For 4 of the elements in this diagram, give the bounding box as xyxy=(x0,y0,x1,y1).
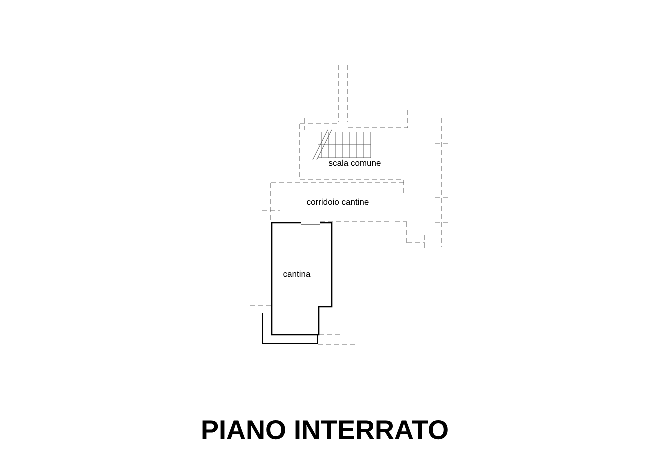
plan-title: PIANO INTERRATO xyxy=(202,420,448,440)
room-label: scala comune xyxy=(329,160,381,166)
room-label: cantina xyxy=(284,270,311,278)
room-label: corridoio cantine xyxy=(307,198,369,206)
